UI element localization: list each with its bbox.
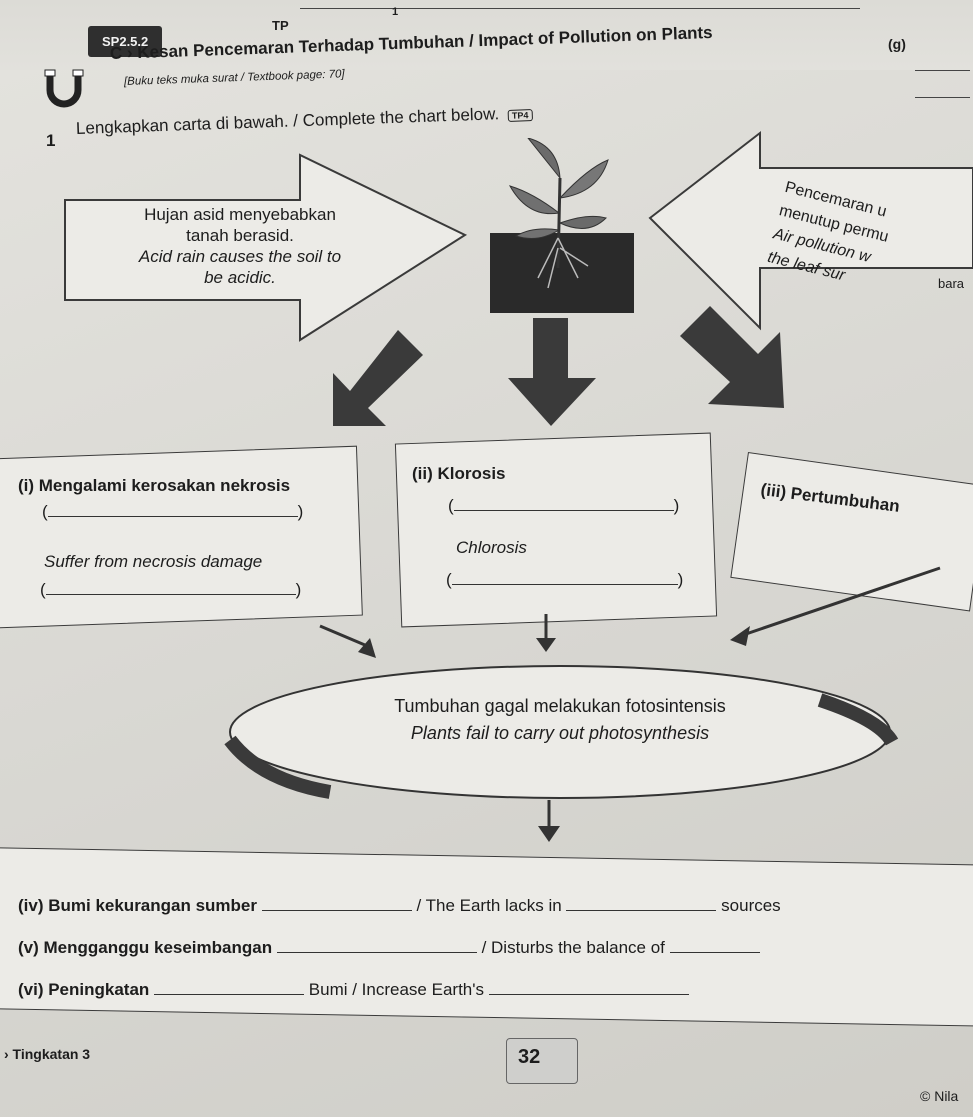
question-prompt: Lengkapkan carta di bawah. / Complete th…	[76, 103, 533, 139]
iv-answer-1[interactable]	[261, 910, 412, 911]
consequence-vi: (vi) Peningkatan Bumi / Increase Earth's	[18, 980, 968, 1000]
iv-answer-2[interactable]	[566, 910, 717, 911]
result-malay: Tumbuhan gagal melakukan fotosintensis	[394, 696, 726, 716]
vi-english: Bumi / Increase Earth's	[308, 980, 484, 999]
tp-label: TP	[272, 18, 289, 33]
result-english: Plants fail to carry out photosynthesis	[410, 723, 710, 743]
magnet-icon	[42, 68, 88, 113]
consequence-v: (v) Mengganggu keseimbangan / Disturbs t…	[18, 938, 968, 958]
header-band	[0, 0, 973, 70]
chlorosis-malay: (ii) Klorosis	[412, 464, 506, 484]
page-number-tab	[506, 1038, 578, 1084]
acid-rain-english-1: Acid rain causes the soil to	[138, 247, 342, 266]
v-english: / Disturbs the balance of	[481, 938, 665, 957]
v-malay: (v) Mengganggu keseimbangan	[18, 938, 273, 957]
arrow-down-left	[333, 330, 423, 426]
necrosis-answer-line-2: ()	[40, 580, 302, 599]
arrow-down-right	[680, 306, 784, 408]
tp-number: 1	[392, 6, 399, 18]
acid-rain-arrow	[64, 153, 468, 342]
question-prompt-text: Lengkapkan carta di bawah. / Complete th…	[75, 104, 500, 138]
result-ellipse	[224, 665, 899, 799]
v-answer-2[interactable]	[669, 952, 760, 953]
arrow-down-center	[508, 318, 596, 426]
acid-rain-english-2: be acidic.	[204, 268, 276, 287]
plant-illustration	[490, 138, 634, 313]
chlorosis-answer-line-2: ()	[446, 570, 684, 589]
iv-english-post: sources	[721, 896, 781, 915]
necrosis-malay: (i) Mengalami kerosakan nekrosis	[18, 476, 290, 496]
vi-answer-1[interactable]	[154, 994, 305, 995]
connector-arrows	[319, 566, 941, 658]
acid-rain-malay-1: Hujan asid menyebabkan	[144, 205, 336, 224]
question-number: 1	[46, 131, 56, 150]
chlorosis-malay-text: (ii) Klorosis	[412, 464, 506, 483]
syllabus-code-badge: SP2.5.2	[88, 26, 163, 57]
result-text: Tumbuhan gagal melakukan fotosintensis P…	[300, 696, 820, 744]
air-pollution-side-text: bara	[938, 276, 965, 291]
arrow-to-consequences	[538, 800, 560, 842]
page-number: 32	[518, 1046, 541, 1068]
necrosis-malay-text: (i) Mengalami kerosakan nekrosis	[18, 476, 291, 495]
vi-malay: (vi) Peningkatan	[18, 980, 150, 999]
copyright: © Nila	[920, 1088, 959, 1104]
tp-level-bar	[300, 8, 860, 31]
air-pollution-arrow	[648, 130, 973, 331]
iv-english-pre: / The Earth lacks in	[416, 896, 562, 915]
chlorosis-answer-line-1: ()	[448, 496, 680, 515]
acid-rain-malay-2: tanah berasid.	[186, 226, 294, 245]
necrosis-answer-line-1: ()	[42, 502, 304, 521]
iv-malay: (iv) Bumi kekurangan sumber	[18, 896, 258, 915]
consequence-iv: (iv) Bumi kekurangan sumber / The Earth …	[18, 896, 968, 916]
vi-answer-2[interactable]	[488, 994, 689, 995]
acid-rain-text: Hujan asid menyebabkan tanah berasid. Ac…	[100, 204, 380, 288]
textbook-reference: [Buku teks muka surat / Textbook page: 7…	[123, 68, 345, 88]
form-label: › Tingkatan 3	[4, 1046, 91, 1062]
marks-label: (g)	[888, 36, 906, 52]
v-answer-1[interactable]	[276, 952, 477, 953]
chlorosis-english: Chlorosis	[456, 538, 527, 557]
level-badge: TP4	[507, 109, 533, 122]
answer-lines-right	[915, 44, 970, 124]
necrosis-english: Suffer from necrosis damage	[44, 552, 263, 571]
